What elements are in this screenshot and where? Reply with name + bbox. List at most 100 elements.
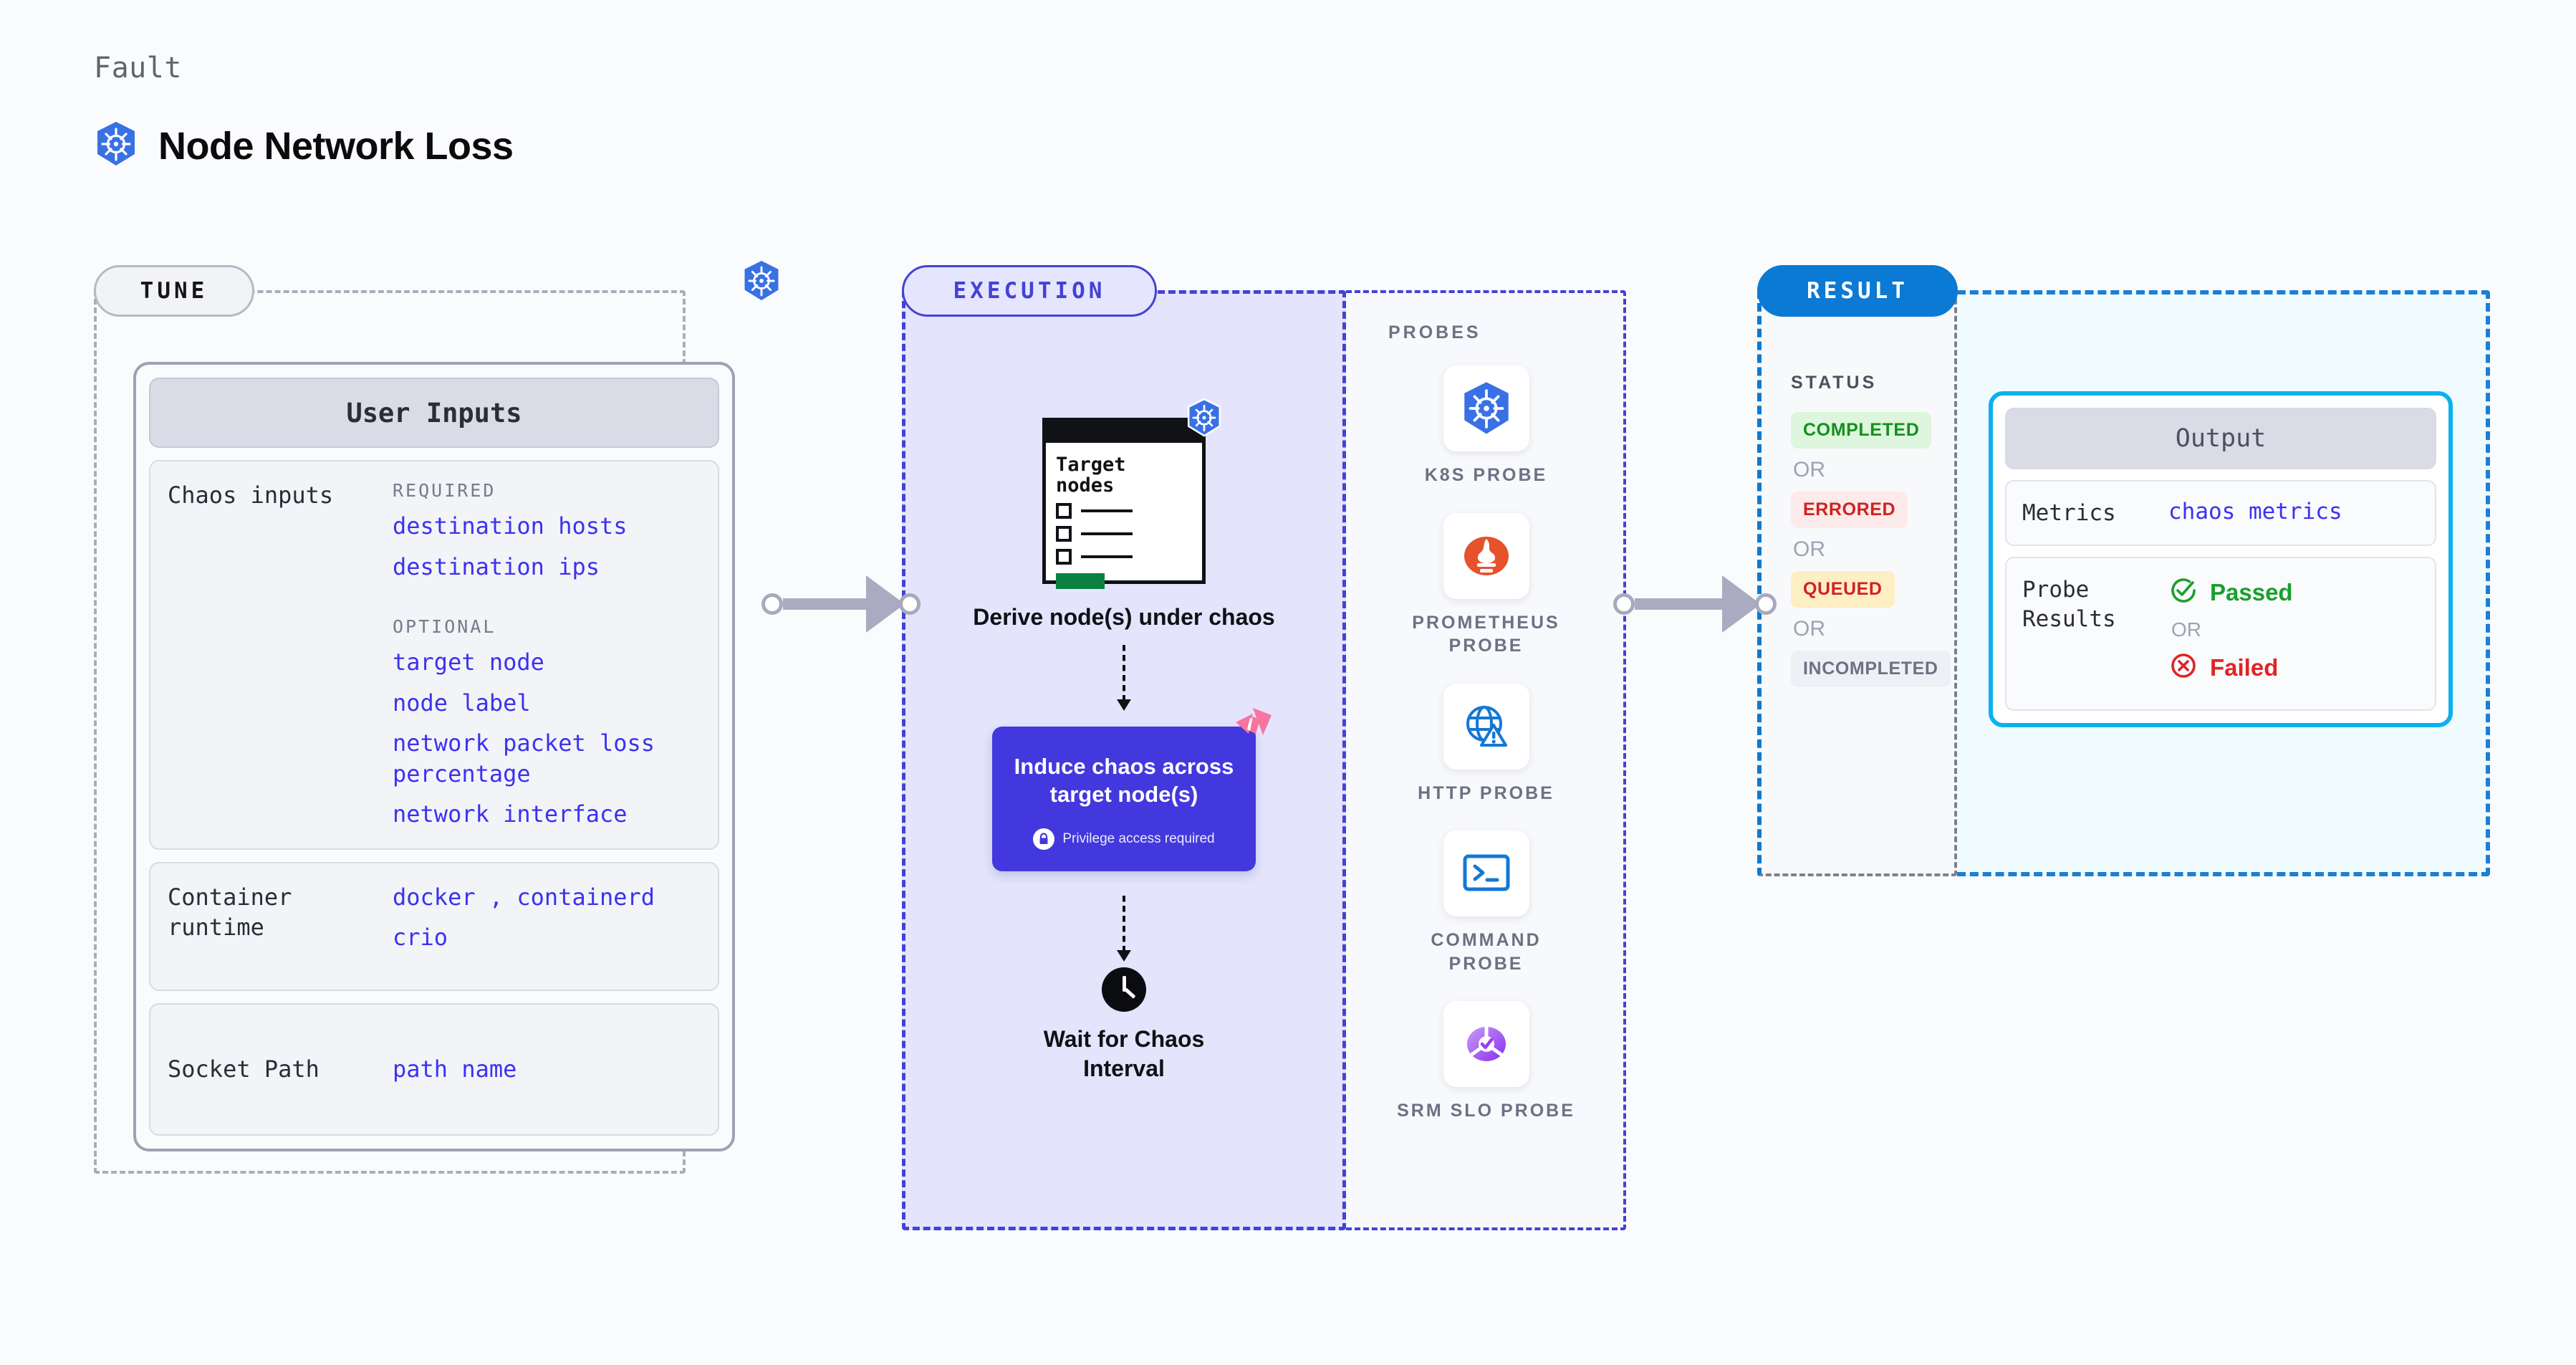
card-titlebar	[1046, 421, 1202, 443]
checkbox-icon	[1056, 549, 1072, 565]
derive-nodes-caption: Derive node(s) under chaos	[973, 604, 1275, 630]
socket-path-label: Socket Path	[168, 1055, 319, 1083]
runtime-crio[interactable]: crio	[393, 924, 448, 952]
execution-column: Target nodes Derive node(s	[902, 337, 1346, 1083]
probe-result-failed: Failed	[2168, 651, 2293, 684]
input-target-node[interactable]: target node	[393, 648, 544, 676]
status-badge: INCOMPLETED	[1791, 651, 1951, 687]
submit-bar	[1056, 573, 1105, 590]
page-title-row: Node Network Loss	[94, 120, 514, 171]
metrics-row: Metrics chaos metrics	[2005, 480, 2436, 547]
user-inputs-card: User Inputs Chaos inputs REQUIRED destin…	[133, 362, 735, 1151]
placeholder-line	[1081, 555, 1133, 559]
runtime-docker-containerd[interactable]: docker , containerd	[393, 883, 655, 911]
page-kicker: Fault	[94, 52, 182, 85]
probe-label: PROMETHEUS PROBE	[1412, 612, 1560, 656]
failed-label: Failed	[2210, 653, 2279, 681]
probe-item-srm-slo[interactable]: SRM SLO PROBE	[1393, 1001, 1580, 1123]
chaos-inputs-row: Chaos inputs REQUIRED destination hosts …	[149, 460, 719, 850]
probe-result-passed: Passed	[2168, 575, 2293, 609]
output-card: Output Metrics chaos metrics Probe Resul…	[1989, 391, 2453, 728]
globe-warning-icon	[1443, 683, 1529, 770]
stage-label-execution[interactable]: EXECUTION	[902, 265, 1157, 317]
chaos-inputs-label: Chaos inputs	[168, 482, 334, 509]
harness-logo-icon	[1231, 704, 1276, 752]
induce-chaos-box[interactable]: Induce chaos across target node(s) Privi…	[992, 707, 1272, 872]
connector-dot	[1755, 593, 1777, 615]
prometheus-icon	[1443, 512, 1529, 599]
connector-line	[1635, 598, 1724, 610]
optional-group-title: OPTIONAL	[393, 616, 496, 638]
input-network-interface[interactable]: network interface	[393, 800, 628, 828]
connector-arrowhead	[866, 575, 905, 633]
probes-heading: PROBES	[1388, 322, 1481, 343]
target-nodes-title: Target nodes	[1056, 454, 1126, 497]
probes-list: K8S PROBE PROMETHEUS PROBE	[1346, 365, 1626, 1123]
probe-item-k8s[interactable]: K8S PROBE	[1393, 365, 1580, 487]
connector-line	[783, 598, 868, 610]
probe-label: SRM SLO PROBE	[1397, 1101, 1575, 1121]
probe-results-label: Probe Results	[2022, 577, 2116, 632]
probe-item-command[interactable]: COMMAND PROBE	[1393, 830, 1580, 975]
metrics-value[interactable]: chaos metrics	[2168, 499, 2342, 525]
stage-label-result[interactable]: RESULT	[1757, 265, 1958, 317]
srm-slo-icon	[1443, 1001, 1529, 1087]
terminal-icon	[1443, 830, 1529, 916]
connector-dot	[761, 593, 783, 615]
privilege-note: Privilege access required	[1011, 828, 1237, 851]
required-group-title: REQUIRED	[393, 480, 496, 501]
probe-label: HTTP PROBE	[1418, 782, 1554, 803]
input-network-packet-loss-percentage[interactable]: network packet loss percentage	[393, 729, 655, 787]
kubernetes-icon	[1443, 365, 1529, 451]
checkbox-row	[1056, 526, 1192, 542]
status-badge: COMPLETED	[1791, 412, 1932, 449]
input-destination-hosts[interactable]: destination hosts	[393, 512, 628, 540]
clock-icon	[1102, 967, 1146, 1012]
checkbox-icon	[1056, 503, 1072, 519]
status-separator: OR	[1793, 617, 1825, 641]
flow-arrow-down	[1117, 644, 1131, 711]
output-title: Output	[2005, 408, 2436, 469]
connector-arrowhead	[1722, 575, 1761, 633]
induce-chaos-title: Induce chaos across target node(s)	[1014, 753, 1234, 807]
probe-label: COMMAND PROBE	[1431, 930, 1542, 974]
kubernetes-icon	[741, 259, 782, 306]
checkbox-row	[1056, 503, 1192, 519]
socket-path-value[interactable]: path name	[393, 1055, 517, 1083]
status-heading: STATUS	[1791, 373, 1878, 393]
kubernetes-icon	[1186, 398, 1223, 441]
probe-item-http[interactable]: HTTP PROBE	[1393, 683, 1580, 805]
input-destination-ips[interactable]: destination ips	[393, 552, 600, 580]
user-inputs-title: User Inputs	[149, 378, 719, 448]
status-separator: OR	[1793, 537, 1825, 561]
probe-results-row: Probe Results Passed OR	[2005, 557, 2436, 712]
status-badge: ERRORED	[1791, 492, 1908, 528]
socket-path-row: Socket Path path name	[149, 1002, 719, 1136]
checkbox-icon	[1056, 526, 1072, 542]
stage-label-tune[interactable]: TUNE	[94, 265, 254, 317]
connector-execution-to-result	[1613, 572, 1777, 636]
status-badge: QUEUED	[1791, 571, 1895, 608]
passed-label: Passed	[2210, 578, 2293, 605]
privilege-note-text: Privilege access required	[1062, 831, 1215, 847]
metrics-label: Metrics	[2022, 500, 2116, 526]
probe-label: K8S PROBE	[1424, 465, 1548, 485]
input-node-label[interactable]: node label	[393, 689, 531, 717]
status-separator: OR	[1793, 458, 1825, 482]
wait-interval-caption: Wait for Chaos Interval	[1043, 1026, 1205, 1081]
kubernetes-icon	[94, 120, 138, 171]
container-runtime-row: Container runtime docker , containerd cr…	[149, 861, 719, 991]
connector-dot	[899, 593, 921, 615]
checkbox-row	[1056, 549, 1192, 565]
page-title: Node Network Loss	[158, 124, 514, 168]
connector-dot	[1613, 593, 1635, 615]
container-runtime-label: Container runtime	[168, 883, 292, 942]
placeholder-line	[1081, 509, 1133, 513]
probe-item-prometheus[interactable]: PROMETHEUS PROBE	[1393, 512, 1580, 658]
flow-arrow-down	[1117, 896, 1131, 962]
x-circle-icon	[2168, 651, 2198, 684]
target-nodes-illustration: Target nodes	[1042, 398, 1221, 590]
check-circle-icon	[2168, 575, 2198, 609]
lock-icon	[1033, 828, 1055, 851]
